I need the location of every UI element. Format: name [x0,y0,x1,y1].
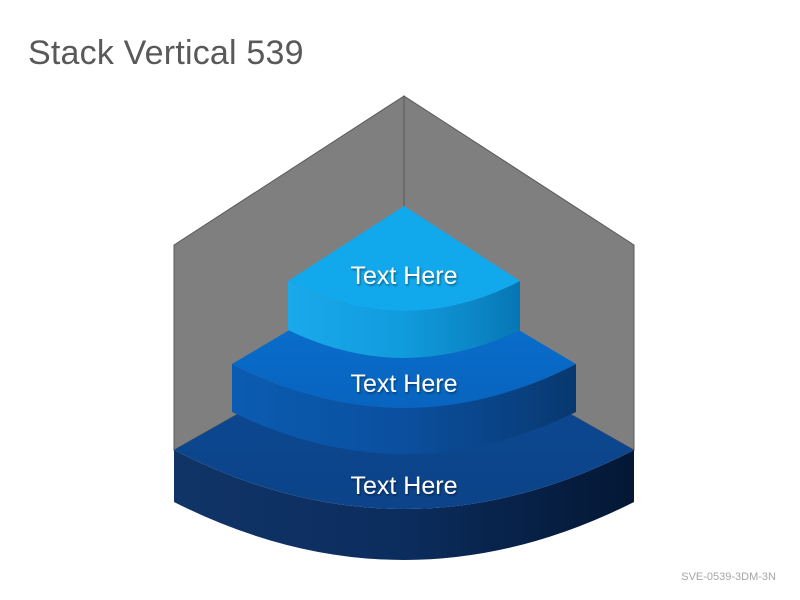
tier-bottom-side [174,450,634,560]
tier-middle-label: Text Here [351,370,458,398]
tier-top-side [288,281,520,358]
tier-bottom-label: Text Here [351,472,458,500]
tier-top-top [288,206,520,311]
footer-code: SVE-0539-3DM-3N [681,571,776,583]
tier-top-label: Text Here [351,262,458,290]
tier-middle-side [232,364,576,454]
tier-top: Text Here [288,206,520,358]
slide-title: Stack Vertical 539 [28,34,304,72]
